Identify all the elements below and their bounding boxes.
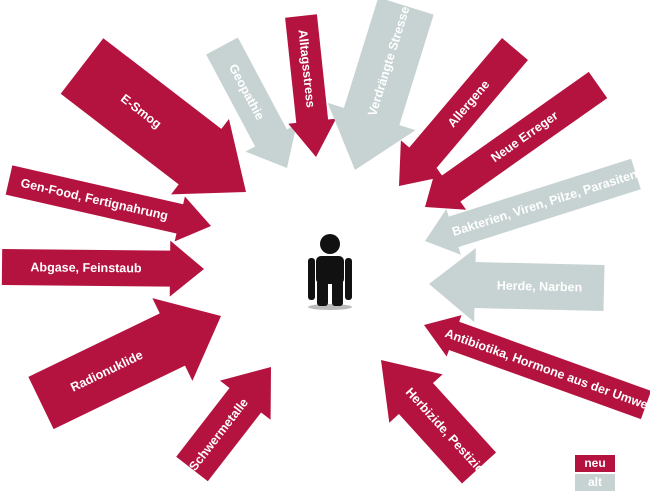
arrow-label: Abgase, Feinstaub xyxy=(30,260,142,275)
arrow-label: Antibiotika, Hormone aus der Umwelt xyxy=(443,326,650,415)
arrow-shape xyxy=(380,360,497,484)
arrow-abgase-feinstaub: Abgase, Feinstaub xyxy=(1,240,205,297)
arrow-radionuklide: Radionuklide xyxy=(28,298,222,430)
arrow-shape xyxy=(423,315,650,420)
arrow-shape xyxy=(428,248,605,323)
arrow-shape xyxy=(399,38,528,187)
arrow-schwermetalle: Schwermetalle xyxy=(176,366,271,482)
arrow-shape xyxy=(28,298,222,430)
arrow-shape xyxy=(60,38,246,195)
arrow-shape xyxy=(5,165,212,242)
arrow-verdr-ngte-stresse: Verdrängte Stresse xyxy=(327,0,434,170)
arrow-shape xyxy=(1,240,205,297)
arrow-shape xyxy=(206,37,297,168)
arrow-shape xyxy=(425,158,641,255)
legend-neu: neu xyxy=(575,455,615,472)
arrow-shape xyxy=(285,14,337,157)
legend-alt: alt xyxy=(575,474,615,491)
arrow-herde-narben: Herde, Narben xyxy=(428,248,605,323)
arrow-e-smog: E-Smog xyxy=(60,38,246,195)
arrow-shape xyxy=(176,366,271,482)
arrow-alltagsstress: Alltagsstress xyxy=(285,14,337,157)
legend: neu alt xyxy=(575,455,615,493)
arrow-label: Herde, Narben xyxy=(497,279,583,295)
person-icon xyxy=(308,234,352,310)
arrow-shape xyxy=(424,71,608,210)
arrow-shape xyxy=(327,0,434,170)
